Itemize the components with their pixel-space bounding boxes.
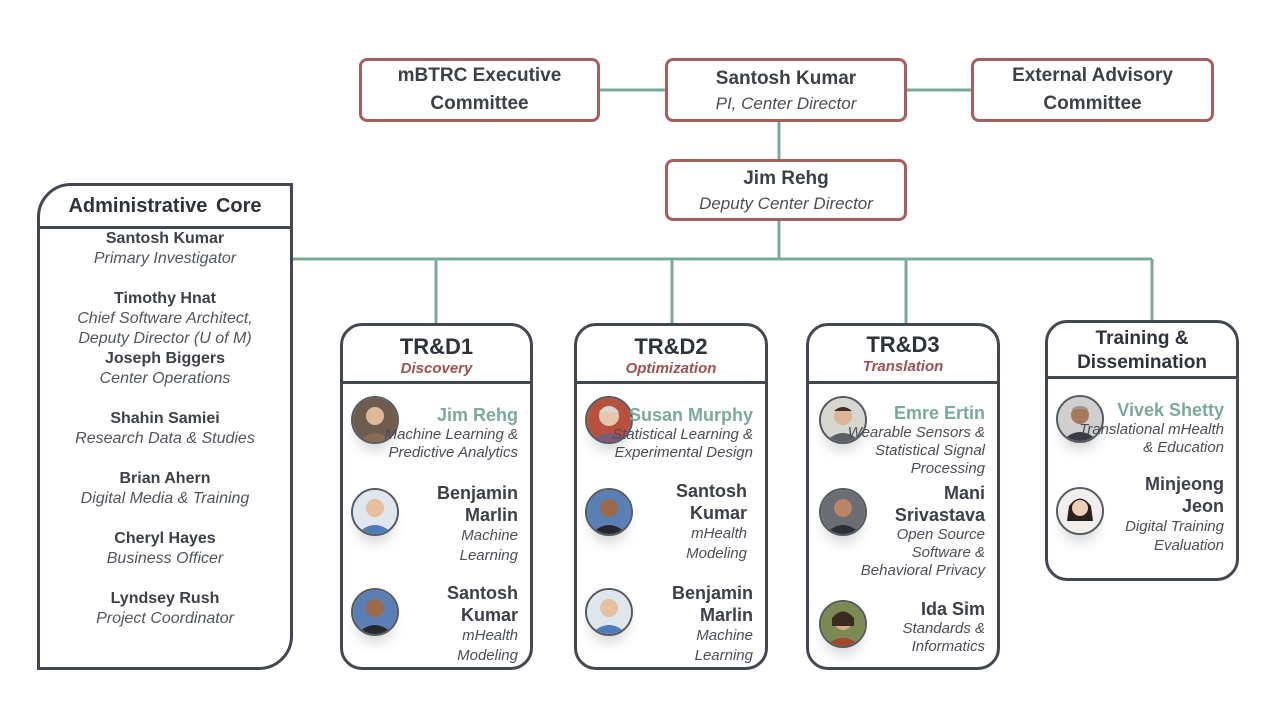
member-text: Vivek Shetty Translational mHealth & Edu… xyxy=(1064,399,1224,457)
trd3-subtitle: Translation xyxy=(862,358,944,375)
member-role: Statistical Learning & Experimental Desi… xyxy=(612,426,753,461)
member-name: Minjeong Jeon xyxy=(1145,474,1224,516)
admin-member-name: Santosh Kumar xyxy=(105,230,225,247)
admin-member-role: Project Coordinator xyxy=(96,610,234,627)
admin-member-name: Lyndsey Rush xyxy=(110,590,220,607)
deputy-title: Deputy Center Director xyxy=(699,194,873,213)
admin-member-name: Joseph Biggers xyxy=(104,350,226,367)
admin-member: Cheryl Hayes Business Officer xyxy=(40,529,290,589)
member-name: Santosh Kumar xyxy=(675,481,747,523)
advisory-committee-label: External Advisory Committee xyxy=(1012,65,1173,114)
trd3-title: TR&D3 xyxy=(866,332,940,357)
avatar-susan-murphy-icon xyxy=(585,396,633,444)
admin-member: Santosh Kumar Primary Investigator xyxy=(40,229,290,289)
avatar-santosh-kumar-icon xyxy=(351,588,399,636)
trd1-subtitle: Discovery xyxy=(400,360,473,377)
admin-member-role: Center Operations xyxy=(99,370,231,387)
member-role: mHealth Modeling xyxy=(686,525,747,562)
administrative-core-title: Administrative Core xyxy=(40,186,290,229)
trd1-title: TR&D1 xyxy=(399,334,474,359)
administrative-core-box: Administrative Core Santosh Kumar Primar… xyxy=(37,183,293,670)
member-role: Machine Learning xyxy=(459,527,518,564)
member-role: Machine Learning xyxy=(694,627,753,664)
avatar-minjeong-jeon-icon xyxy=(1056,487,1104,535)
executive-committee-label: mBTRC Executive Committee xyxy=(397,65,562,114)
trd2-column: TR&D2 Optimization Susan Murphy Statisti… xyxy=(574,323,768,670)
member-text: Santosh Kumar mHealth Modeling xyxy=(408,582,518,666)
avatar-vivek-shetty-icon xyxy=(1056,395,1104,443)
admin-member-role: Business Officer xyxy=(106,550,224,567)
member-role: Machine Learning & Predictive Analytics xyxy=(384,426,518,461)
member-role: Digital Training Evaluation xyxy=(1125,518,1224,554)
member-name: Jim Rehg xyxy=(436,405,518,425)
trd3-column: TR&D3 Translation Emre Ertin Wearable Se… xyxy=(806,323,1000,670)
member-text: Benjamin Marlin Machine Learning xyxy=(643,582,753,666)
member-text: Ida Sim Standards & Informatics xyxy=(875,598,985,656)
member-text: Susan Murphy Statistical Learning & Expe… xyxy=(593,404,753,462)
training-title: Training & Dissemination xyxy=(1077,328,1207,373)
deputy-director-box: Jim Rehg Deputy Center Director xyxy=(665,159,907,221)
member-name: Emre Ertin xyxy=(893,403,985,423)
member-text: Jim Rehg Machine Learning & Predictive A… xyxy=(358,404,518,462)
trd3-header: TR&D3 Translation xyxy=(809,326,997,384)
admin-member: Lyndsey Rush Project Coordinator xyxy=(40,589,290,649)
deputy-name: Jim Rehg xyxy=(743,168,829,189)
trd2-subtitle: Optimization xyxy=(625,360,717,377)
admin-member: Joseph Biggers Center Operations xyxy=(40,349,290,409)
member-name: Benjamin Marlin xyxy=(436,483,518,525)
admin-member-name: Brian Ahern xyxy=(119,470,211,487)
member-text: Minjeong Jeon Digital Training Evaluatio… xyxy=(1124,473,1224,555)
director-name: Santosh Kumar xyxy=(715,68,857,89)
trd1-header: TR&D1 Discovery xyxy=(343,326,530,384)
trd1-column: TR&D1 Discovery Jim Rehg Machine Learnin… xyxy=(340,323,533,670)
avatar-emre-ertin-icon xyxy=(819,396,867,444)
avatar-ida-sim-icon xyxy=(819,600,867,648)
admin-member-role: Research Data & Studies xyxy=(75,430,255,447)
trd2-title: TR&D2 xyxy=(634,334,708,359)
member-name: Santosh Kumar xyxy=(446,583,518,625)
admin-member: Shahin Samiei Research Data & Studies xyxy=(40,409,290,469)
member-name: Mani Srivastava xyxy=(894,483,985,525)
member-text: Mani Srivastava Open Source Software & B… xyxy=(845,482,985,580)
member-text: Emre Ertin Wearable Sensors & Statistica… xyxy=(835,402,985,478)
avatar-benjamin-marlin-icon xyxy=(585,588,633,636)
admin-member-role: Primary Investigator xyxy=(93,250,237,267)
admin-member-name: Timothy Hnat xyxy=(114,290,216,307)
member-name: Ida Sim xyxy=(920,599,985,619)
member-role: Wearable Sensors & Statistical Signal Pr… xyxy=(847,424,985,477)
advisory-committee-box: External Advisory Committee xyxy=(971,58,1214,122)
admin-member: Brian Ahern Digital Media & Training xyxy=(40,469,290,529)
member-name: Vivek Shetty xyxy=(1117,400,1224,420)
avatar-benjamin-marlin-icon xyxy=(351,488,399,536)
member-role: mHealth Modeling xyxy=(457,627,518,664)
admin-member-role: Digital Media & Training xyxy=(80,490,250,507)
member-text: Santosh Kumar mHealth Modeling xyxy=(647,480,747,564)
executive-committee-box: mBTRC Executive Committee xyxy=(359,58,600,122)
member-role: Standards & Informatics xyxy=(902,620,985,655)
admin-member-name: Cheryl Hayes xyxy=(114,530,216,547)
avatar-mani-srivastava-icon xyxy=(819,488,867,536)
director-title: PI, Center Director xyxy=(715,94,857,113)
center-director-box: Santosh Kumar PI, Center Director xyxy=(665,58,907,122)
admin-member-role: Chief Software Architect, Deputy Directo… xyxy=(77,310,253,347)
member-text: Benjamin Marlin Machine Learning xyxy=(408,482,518,566)
admin-member: Timothy Hnat Chief Software Architect, D… xyxy=(40,289,290,349)
member-role: Open Source Software & Behavioral Privac… xyxy=(860,526,985,579)
trd2-header: TR&D2 Optimization xyxy=(577,326,765,384)
avatar-santosh-kumar-icon xyxy=(585,488,633,536)
avatar-jim-rehg-icon xyxy=(351,396,399,444)
member-role: Translational mHealth & Education xyxy=(1079,421,1224,456)
member-name: Susan Murphy xyxy=(628,405,753,425)
member-name: Benjamin Marlin xyxy=(671,583,753,625)
training-header: Training & Dissemination xyxy=(1048,323,1236,379)
training-dissemination-column: Training & Dissemination Vivek Shetty Tr… xyxy=(1045,320,1239,581)
admin-member-name: Shahin Samiei xyxy=(110,410,220,427)
